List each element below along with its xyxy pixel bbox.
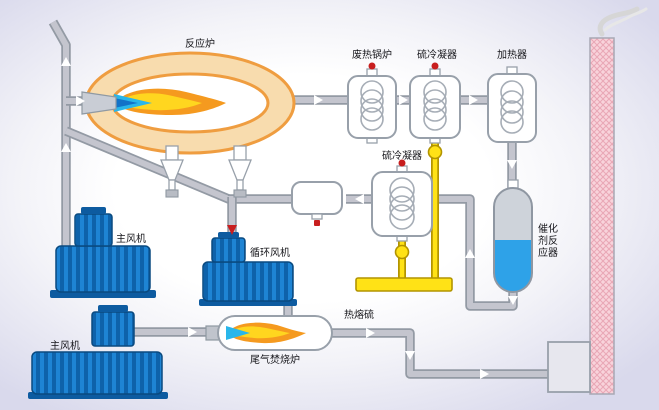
funnel-cap xyxy=(233,189,247,198)
arrow-right xyxy=(188,327,197,337)
fan-motor xyxy=(211,237,246,263)
arrow-left xyxy=(355,194,364,204)
blower-motor-cap xyxy=(81,207,106,214)
arrow-down xyxy=(508,296,518,305)
burner-nozzle xyxy=(81,91,117,115)
label-catalyst-reactor-1: 催化 xyxy=(538,222,558,235)
blower-motor xyxy=(74,213,113,247)
label-main-blower-bottom: 主风机 xyxy=(50,339,80,352)
arrow-right xyxy=(480,369,489,379)
label-circulation-fan: 循环风机 xyxy=(250,246,290,259)
condenser1-coil xyxy=(423,80,447,131)
stack xyxy=(547,6,648,395)
funnel-cap xyxy=(165,189,179,198)
label-sulfur-condenser-top: 硫冷凝器 xyxy=(417,48,457,61)
arrow-right xyxy=(314,95,323,105)
fan-body xyxy=(202,261,294,302)
sulfur-condenser-1 xyxy=(409,62,461,144)
flow-arrows xyxy=(61,57,518,379)
label-heater: 加热器 xyxy=(497,48,527,61)
incinerator-flame xyxy=(226,322,306,344)
reaction-furnace xyxy=(81,51,296,198)
fan-motor-cap xyxy=(218,232,239,238)
drum-drain-valve xyxy=(314,220,320,226)
smoke xyxy=(597,6,640,37)
heater-coil xyxy=(500,80,524,134)
label-molten-sulfur: 热熔硫 xyxy=(344,308,374,321)
boiler-coil xyxy=(360,80,384,131)
arrow-right xyxy=(366,328,375,338)
sulfur-condenser-2 xyxy=(371,159,433,242)
blower-body xyxy=(31,351,163,395)
label-catalyst-reactor-3: 应器 xyxy=(538,246,558,259)
arrow-down xyxy=(507,160,517,169)
equipment-labels: 反应炉 废热锅炉 硫冷凝器 加热器 硫冷凝器 催化 剂反 应器 主风机 循环风机… xyxy=(50,37,558,366)
label-main-blower-top: 主风机 xyxy=(116,232,146,245)
arrow-up xyxy=(61,143,71,152)
reactor-liquid xyxy=(494,240,532,292)
blower-motor xyxy=(91,311,135,347)
arrow-down-red xyxy=(227,225,237,235)
burner-flame xyxy=(114,88,226,115)
blower-body xyxy=(55,245,151,293)
blower-motor-cap xyxy=(98,305,128,312)
knockout-drum xyxy=(291,181,343,226)
tail-gas-incinerator xyxy=(205,315,333,351)
flame-cyan xyxy=(226,326,250,340)
circulation-fan xyxy=(199,232,297,306)
heater-vessel xyxy=(487,66,537,143)
sulfur-seal-valve-1 xyxy=(427,144,443,160)
label-catalyst-reactor-2: 剂反 xyxy=(538,234,558,247)
boiler-top-valve xyxy=(368,62,376,70)
sulfur-header xyxy=(355,277,453,292)
flame-yellow xyxy=(230,326,290,339)
label-tail-gas-incinerator: 尾气焚烧炉 xyxy=(250,353,300,366)
flame-blue-core xyxy=(114,98,138,108)
smoke-light xyxy=(603,7,648,32)
label-waste-heat-boiler: 废热锅炉 xyxy=(352,48,392,61)
main-blower-top xyxy=(50,207,156,298)
sulfur-drain-lines xyxy=(355,138,453,292)
catalyst-reactor xyxy=(493,179,533,293)
arrow-right xyxy=(469,95,478,105)
seal-funnel-2 xyxy=(228,145,252,198)
seal-funnel-1 xyxy=(160,145,184,198)
arrow-up xyxy=(61,57,71,66)
arrow-down xyxy=(405,351,415,360)
arrow-up xyxy=(465,249,475,258)
sulfur-seal-valve-2 xyxy=(394,244,410,260)
arrow-right xyxy=(399,95,408,105)
waste-heat-boiler xyxy=(347,62,397,144)
condenser2-coil xyxy=(389,177,415,230)
label-reaction-furnace: 反应炉 xyxy=(185,37,215,50)
condenser1-top-valve xyxy=(431,62,439,70)
condenser2-top-valve xyxy=(398,159,406,167)
label-sulfur-condenser-mid: 硫冷凝器 xyxy=(382,149,422,162)
main-blower-bottom xyxy=(28,305,168,399)
stack-base xyxy=(547,341,591,393)
arrow-right xyxy=(76,96,85,106)
